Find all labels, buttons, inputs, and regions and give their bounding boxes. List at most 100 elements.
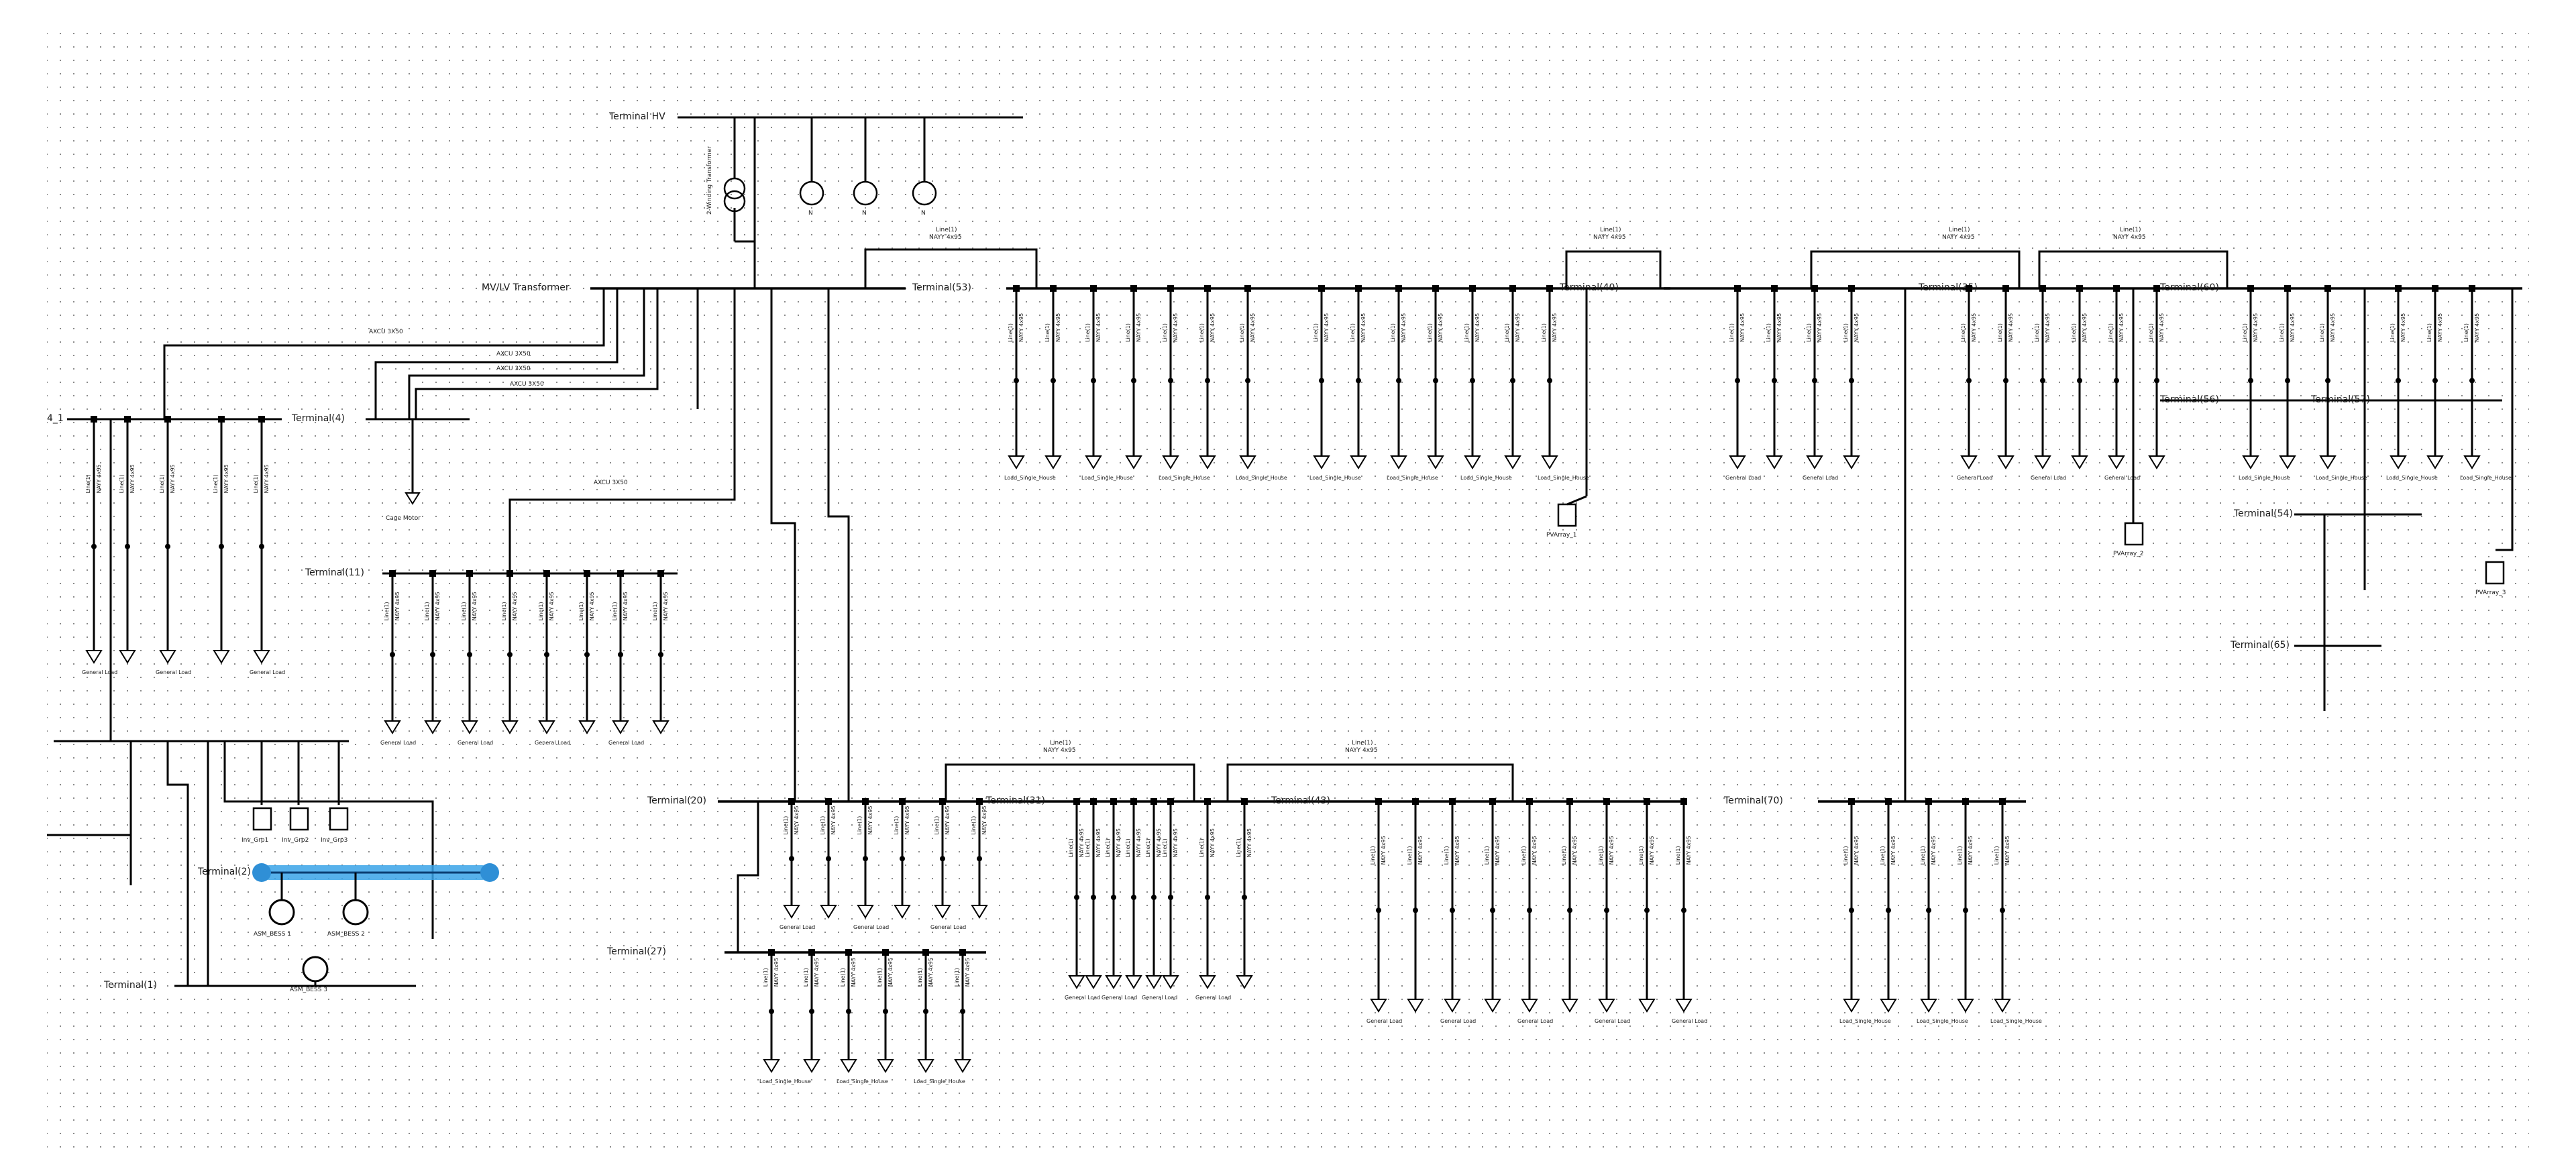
load-label[interactable]: General Load: [1725, 475, 1761, 481]
load-icon[interactable]: [1236, 975, 1253, 989]
load-icon[interactable]: [1145, 975, 1163, 989]
load-icon[interactable]: [1350, 455, 1367, 469]
load-label[interactable]: General Load: [1595, 1018, 1630, 1024]
load-label[interactable]: Load_Single_House: [1004, 475, 1056, 481]
load-icon[interactable]: [1561, 999, 1578, 1013]
load-icon[interactable]: [1598, 999, 1615, 1013]
load-icon[interactable]: [1994, 999, 2011, 1013]
load-label[interactable]: Load_Single_House: [1159, 475, 1210, 481]
load-icon[interactable]: [1044, 455, 1062, 469]
load-icon[interactable]: [1729, 455, 1746, 469]
load-icon[interactable]: [652, 720, 669, 734]
load-icon[interactable]: [840, 1059, 857, 1073]
load-icon[interactable]: [1843, 999, 1860, 1013]
load-icon[interactable]: [159, 650, 176, 664]
load-icon[interactable]: [803, 1059, 820, 1073]
load-icon[interactable]: [1199, 975, 1216, 989]
load-label[interactable]: General Load: [2104, 475, 2140, 481]
load-label[interactable]: Load_Single_House: [1839, 1018, 1891, 1024]
load-icon[interactable]: [1427, 455, 1444, 469]
load-icon[interactable]: [2108, 455, 2125, 469]
load-icon[interactable]: [1843, 455, 1860, 469]
load-icon[interactable]: [1162, 975, 1179, 989]
load-label[interactable]: Load_Single_House: [1081, 475, 1133, 481]
load-label[interactable]: General Load: [1366, 1018, 1402, 1024]
load-label[interactable]: General Load: [1102, 995, 1137, 1001]
pv-array-icons[interactable]: [1557, 503, 2505, 585]
load-icon[interactable]: [2390, 455, 2407, 469]
load-icon[interactable]: [2319, 455, 2337, 469]
load-icon[interactable]: [1390, 455, 1407, 469]
load-icon[interactable]: [2426, 455, 2444, 469]
load-label[interactable]: General Load: [2031, 475, 2066, 481]
load-icon[interactable]: [578, 720, 596, 734]
load-icon[interactable]: [1444, 999, 1461, 1013]
load-icon[interactable]: [917, 1059, 934, 1073]
load-icon[interactable]: [2463, 455, 2481, 469]
load-icon[interactable]: [1068, 975, 1085, 989]
load-icon[interactable]: [612, 720, 629, 734]
load-icon[interactable]: [2148, 455, 2165, 469]
load-icon[interactable]: [1675, 999, 1693, 1013]
load-label[interactable]: General Load: [608, 740, 644, 746]
load-icon[interactable]: [501, 720, 519, 734]
machine-icons[interactable]: [268, 899, 369, 983]
load-icon[interactable]: [1464, 455, 1481, 469]
load-label[interactable]: General Load: [1142, 995, 1177, 1001]
load-label[interactable]: General Load: [82, 669, 117, 675]
load-label[interactable]: Load_Single_House: [914, 1078, 965, 1085]
load-icon[interactable]: [1085, 975, 1102, 989]
load-label[interactable]: General Load: [380, 740, 416, 746]
load-label[interactable]: General Load: [1065, 995, 1100, 1001]
load-icon[interactable]: [820, 905, 837, 919]
load-icon[interactable]: [1407, 999, 1424, 1013]
load-label[interactable]: General Load: [1672, 1018, 1707, 1024]
load-icon[interactable]: [1370, 999, 1387, 1013]
load-label[interactable]: Load_Single_House: [1387, 475, 1438, 481]
load-icon[interactable]: [1125, 975, 1142, 989]
load-label[interactable]: General Load: [156, 669, 191, 675]
load-icon[interactable]: [424, 720, 441, 734]
transformer-icon[interactable]: [723, 177, 746, 213]
load-icon[interactable]: [1880, 999, 1897, 1013]
load-icon[interactable]: [1541, 455, 1558, 469]
inverter-icons[interactable]: [252, 807, 349, 831]
load-label[interactable]: Load_Single_House: [837, 1078, 888, 1085]
load-icon[interactable]: [2034, 455, 2051, 469]
load-label[interactable]: Load_Single_House: [1309, 475, 1361, 481]
load-icon[interactable]: [971, 905, 988, 919]
load-icon[interactable]: [1920, 999, 1937, 1013]
load-label[interactable]: General Load: [458, 740, 493, 746]
load-icon[interactable]: [894, 905, 911, 919]
load-label[interactable]: General Load: [1195, 995, 1231, 1001]
load-icon[interactable]: [1957, 999, 1974, 1013]
load-icon[interactable]: [1085, 455, 1102, 469]
load-icon[interactable]: [2071, 455, 2088, 469]
load-icon[interactable]: [253, 650, 270, 664]
load-icon[interactable]: [1313, 455, 1330, 469]
load-label[interactable]: General Load: [535, 740, 570, 746]
load-label[interactable]: General Load: [930, 924, 966, 930]
load-label[interactable]: Load_Single_House: [1460, 475, 1512, 481]
load-icon[interactable]: [1997, 455, 2015, 469]
load-icon[interactable]: [954, 1059, 971, 1073]
load-label[interactable]: Load_Single_House: [1990, 1018, 2042, 1024]
load-icon[interactable]: [2279, 455, 2296, 469]
load-label[interactable]: Load_Single_House: [1236, 475, 1287, 481]
load-label[interactable]: General Load: [780, 924, 815, 930]
load-icon[interactable]: [1504, 455, 1521, 469]
load-label[interactable]: Load_Single_House: [1917, 1018, 1968, 1024]
load-label[interactable]: General Load: [1957, 475, 1992, 481]
load-icon[interactable]: [538, 720, 555, 734]
load-label[interactable]: Load_Single_House: [2386, 475, 2438, 481]
load-label[interactable]: General Load: [1517, 1018, 1553, 1024]
load-icon[interactable]: [1638, 999, 1656, 1013]
load-icon[interactable]: [1125, 455, 1142, 469]
load-label[interactable]: Load_Single_House: [759, 1078, 811, 1085]
load-icon[interactable]: [384, 720, 401, 734]
selected-terminal[interactable]: [252, 863, 499, 882]
load-label[interactable]: Load_Single_House: [2460, 475, 2512, 481]
load-label[interactable]: Load_Single_House: [2239, 475, 2290, 481]
